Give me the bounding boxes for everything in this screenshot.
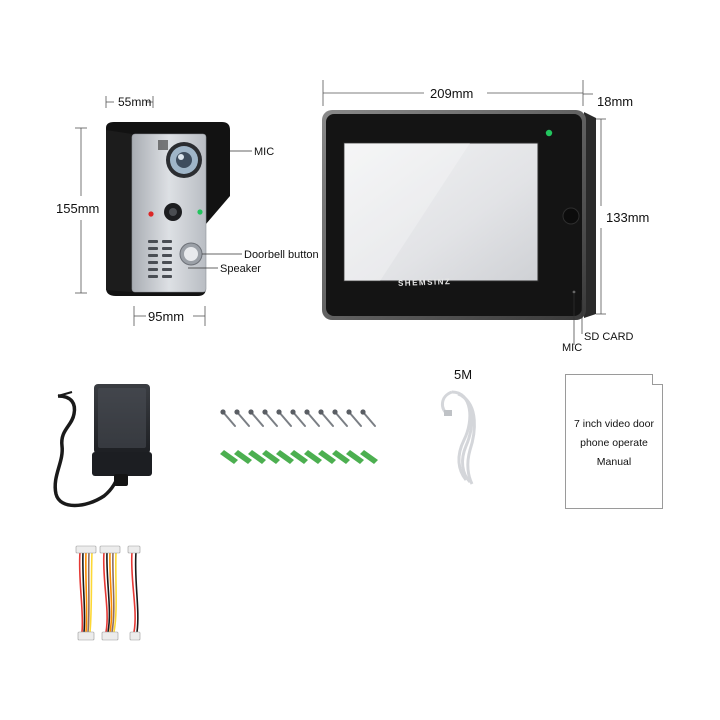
- monitor-width-label: 209mm: [430, 86, 474, 101]
- outdoor-depth-label: 95mm: [148, 309, 185, 324]
- outdoor-camera-unit: [106, 122, 230, 296]
- monitor-mic-label: MIC: [562, 342, 583, 354]
- user-manual: 7 inch video door phone operate Manual: [565, 374, 663, 509]
- cable-length-label: 5M: [454, 367, 473, 382]
- indoor-monitor: [322, 110, 596, 320]
- outdoor-height-dimension: [75, 127, 87, 294]
- manual-line-3: Manual: [596, 456, 632, 468]
- coiled-cable: [441, 390, 476, 485]
- speaker-label: Speaker: [220, 263, 261, 275]
- manual-line-1: 7 inch video door: [574, 418, 654, 430]
- wire-harnesses: [78, 551, 139, 633]
- monitor-brand-logo: SHEMSINZ: [397, 277, 452, 288]
- harness-connectors: [75, 545, 141, 641]
- outdoor-height-label: 155mm: [56, 201, 100, 216]
- cable-plug: [444, 410, 452, 416]
- manual-line-2: phone operate: [580, 437, 648, 449]
- page-fold-corner: [652, 374, 663, 385]
- power-adapter: [53, 384, 152, 508]
- mounting-screws: [222, 411, 376, 427]
- monitor-depth-label: 18mm: [597, 94, 634, 109]
- monitor-height-dimension: [596, 118, 606, 315]
- outdoor-mic-label: MIC: [254, 146, 275, 158]
- outdoor-depth-dimension: [133, 306, 206, 326]
- monitor-height-label: 133mm: [606, 210, 650, 225]
- doorbell-button-label: Doorbell button: [244, 249, 319, 261]
- outdoor-width-label: 55mm: [118, 95, 152, 109]
- wall-anchors: [220, 450, 378, 464]
- sd-card-label: SD CARD: [584, 331, 634, 343]
- outdoor-width-dimension: [105, 96, 154, 108]
- monitor-width-dimension: [322, 80, 584, 106]
- manual-title: 7 inch video door phone operate Manual: [566, 415, 662, 472]
